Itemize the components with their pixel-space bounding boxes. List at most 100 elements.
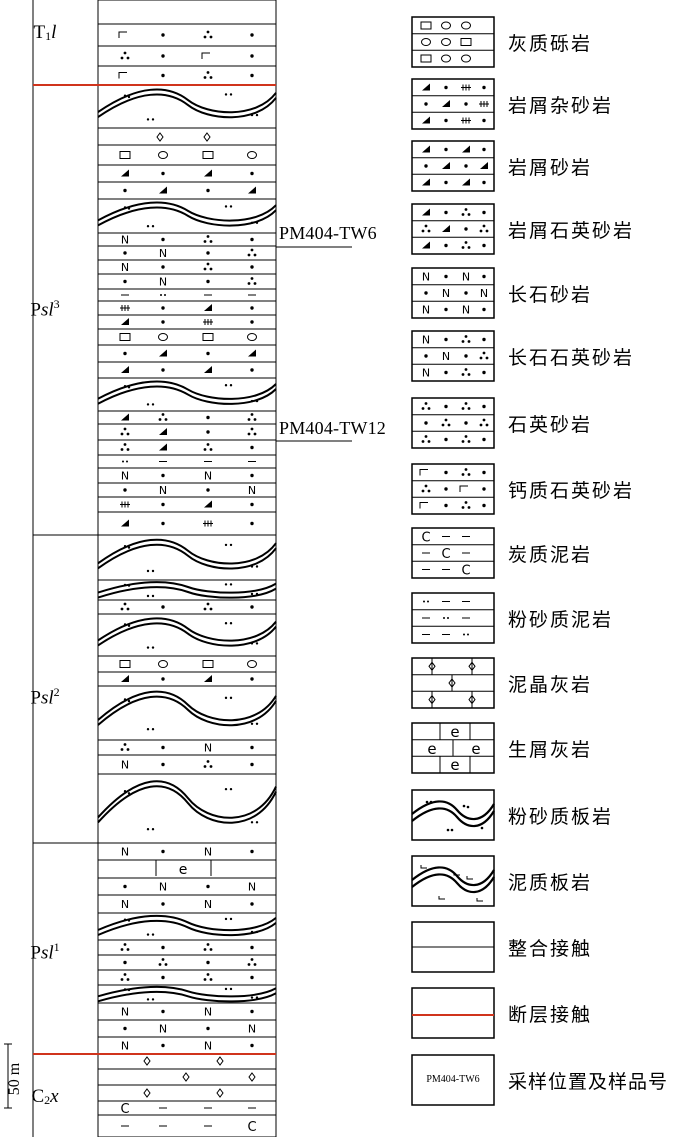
- triangle-glyph: [422, 83, 430, 91]
- dot: [250, 54, 254, 58]
- dot: [123, 884, 127, 889]
- feldspar-glyph: N: [204, 470, 212, 483]
- feldspar-glyph: N: [204, 742, 212, 755]
- triangle-glyph: [159, 349, 167, 357]
- legend-swatch-carbonaceous-mudstone: CCC: [411, 527, 495, 579]
- silt-glyph: [160, 294, 166, 296]
- dot: [424, 291, 428, 295]
- dot: [444, 210, 448, 215]
- feldspar-glyph: N: [121, 470, 129, 483]
- slate-wave-layer: [97, 690, 277, 731]
- dot: [161, 762, 165, 767]
- dot: [482, 210, 486, 215]
- legend-label-calcareous-quartz-sandstone: 钙质石英砂岩: [508, 480, 635, 502]
- dot: [161, 73, 165, 78]
- dot: [250, 306, 254, 310]
- quartz-glyph: [421, 402, 431, 410]
- calcite-glyph: [118, 31, 127, 38]
- dot: [482, 274, 486, 279]
- dot: [250, 171, 254, 176]
- legend-swatch-feldspar-quartz-sandstone: NNN: [411, 330, 495, 382]
- quartz-glyph: [203, 973, 213, 981]
- feldspar-glyph: N: [442, 287, 450, 300]
- triangle-glyph: [422, 116, 430, 124]
- triangle-glyph: [442, 225, 450, 232]
- triangle-glyph: [204, 169, 212, 177]
- triangle-glyph: [422, 241, 430, 249]
- quartz-glyph: [203, 943, 213, 951]
- dot: [482, 118, 486, 123]
- micrite-glyph: [203, 132, 211, 142]
- silt-glyph: [463, 633, 469, 636]
- bioclast-glyph: e: [179, 862, 188, 878]
- slate-wave-layer: [97, 201, 277, 228]
- feldspar-glyph: N: [121, 234, 129, 247]
- triangle-glyph: [422, 145, 430, 153]
- dot: [444, 147, 448, 152]
- dot: [250, 605, 254, 609]
- carbon-glyph: C: [120, 1102, 129, 1117]
- triangle-glyph: [159, 186, 167, 194]
- legend-swatch-argillaceous-slate: [411, 855, 495, 907]
- hash-glyph: [479, 101, 489, 107]
- dot: [444, 404, 448, 409]
- feldspar-glyph: N: [248, 881, 256, 894]
- quartz-glyph: [158, 958, 168, 966]
- dot: [206, 960, 210, 965]
- micrite-glyph: [428, 661, 436, 672]
- carbon-glyph: C: [247, 1120, 256, 1135]
- dot: [161, 677, 165, 681]
- slate-wave-layer: [97, 380, 277, 406]
- dot: [482, 307, 486, 312]
- silt-glyph: [443, 617, 449, 619]
- dot: [464, 164, 468, 168]
- feldspar-glyph: N: [159, 484, 167, 497]
- clast-oval: [247, 333, 257, 341]
- feldspar-glyph: N: [159, 881, 167, 894]
- feldspar-glyph: N: [442, 350, 450, 363]
- dot: [424, 102, 428, 106]
- dot: [123, 1026, 127, 1031]
- slate-wave-layer: [97, 88, 277, 121]
- dot: [444, 470, 448, 475]
- dot: [206, 188, 210, 193]
- dot: [482, 180, 486, 185]
- calcite-glyph: [419, 469, 428, 476]
- dot: [250, 902, 254, 906]
- dot: [161, 171, 165, 176]
- feldspar-glyph: N: [204, 1006, 212, 1019]
- feldspar-glyph: N: [204, 846, 212, 859]
- bioclast-glyph: e: [427, 740, 436, 758]
- dot: [123, 279, 127, 284]
- legend-label-conglomerate: 灰质砾岩: [508, 33, 593, 55]
- triangle-glyph: [442, 162, 450, 169]
- quartz-glyph: [461, 435, 471, 443]
- feldspar-glyph: N: [121, 759, 129, 772]
- legend-label-lithic-quartz-sandstone: 岩屑石英砂岩: [508, 220, 635, 242]
- quartz-glyph: [203, 443, 213, 451]
- bioclast-glyph: e: [450, 756, 459, 774]
- dot: [123, 351, 127, 356]
- quartz-glyph: [461, 501, 471, 509]
- quartz-glyph: [247, 248, 257, 257]
- clast-oval: [441, 38, 451, 46]
- dot: [161, 265, 165, 269]
- dot: [161, 306, 165, 310]
- dot: [161, 849, 165, 854]
- legend-swatch-lithic-quartz-sandstone: [411, 203, 495, 255]
- dot: [161, 502, 165, 507]
- hash-glyph: [203, 319, 213, 325]
- legend-swatch-silty-mudstone: [411, 592, 495, 644]
- legend-swatch-lithic-greywacke: [411, 78, 495, 130]
- quartz-glyph: [120, 427, 130, 436]
- legend-swatch-quartz-sandstone: [411, 397, 495, 449]
- dot: [482, 404, 486, 409]
- legend-label-lithic-sandstone: 岩屑砂岩: [508, 157, 593, 179]
- unit-label-psl2: Psl2: [30, 685, 60, 709]
- dot: [250, 473, 254, 478]
- quartz-glyph: [203, 602, 213, 611]
- quartz-glyph: [120, 602, 130, 611]
- dot: [444, 437, 448, 442]
- unit-label-t1l: T1l: [33, 22, 57, 43]
